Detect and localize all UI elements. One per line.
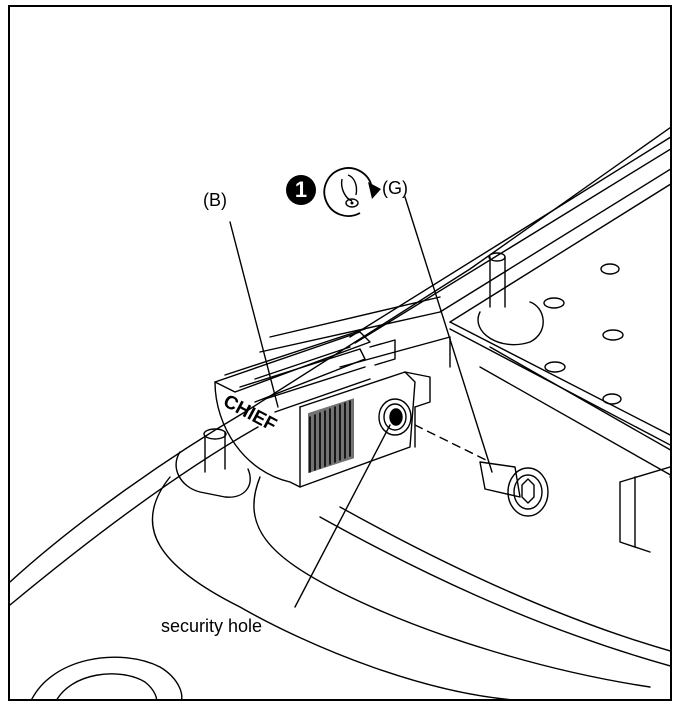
bracket-tab <box>369 339 396 366</box>
bracket-slot <box>239 348 366 403</box>
base-plate-bottom-edge <box>319 516 670 667</box>
base-plate-bottom-edge-2 <box>339 506 670 652</box>
base-plate-lower-curve <box>151 476 512 699</box>
post <box>489 256 506 308</box>
bracket-slot-2 <box>254 346 351 380</box>
post-top <box>488 252 506 262</box>
foot-left-post <box>204 431 226 473</box>
rail-top-2 <box>259 311 441 353</box>
upper-plate-side <box>449 183 670 323</box>
bracket-front <box>214 371 416 488</box>
foot-left <box>175 451 251 498</box>
label-part-b: (B) <box>203 190 227 210</box>
security-hole-inner <box>389 408 403 426</box>
upper-plate-top-edge-2 <box>354 148 670 344</box>
post-boss <box>477 301 544 346</box>
side-block <box>619 466 670 553</box>
leader-b <box>229 221 279 408</box>
screw-shank <box>479 461 521 498</box>
bracket-body <box>214 331 371 393</box>
bottom-ring-outer <box>31 656 183 699</box>
bottom-ring-inner <box>56 673 158 699</box>
upper-plate-side-2 <box>439 168 670 313</box>
label-security-hole: security hole <box>161 616 263 636</box>
rail-top <box>269 296 441 338</box>
bracket-flange <box>404 371 431 408</box>
bracket-rib-fill <box>308 398 354 474</box>
screw-head <box>507 467 549 517</box>
plate-hole-3 <box>602 329 624 341</box>
diagram-frame: CHIEF 1 (B) (G) security hole <box>8 5 672 701</box>
bracket-top-face <box>224 328 366 376</box>
label-part-g: (G) <box>382 178 408 198</box>
base-plate-edge <box>10 426 259 606</box>
screw-torx <box>521 478 535 504</box>
security-hole-outer <box>378 398 412 436</box>
step-number: 1 <box>294 177 308 202</box>
upper-plate-front-edge <box>449 321 670 436</box>
mounting-illustration: CHIEF <box>10 126 670 699</box>
upper-plate-front-edge-3 <box>489 346 670 451</box>
plate-hole-1 <box>600 263 620 275</box>
leader-g <box>404 196 493 473</box>
step-number-badge: 1 <box>286 175 316 205</box>
security-hole-mid <box>383 403 407 431</box>
upper-plate-under <box>479 366 670 476</box>
upper-plate-top-edge <box>349 136 670 338</box>
foot-left-top <box>203 428 227 440</box>
plate-hole-4 <box>544 361 566 373</box>
screw-head-inner <box>513 474 543 510</box>
leader-security-hole <box>294 424 391 608</box>
plate-hole-5 <box>602 393 622 405</box>
base-plate-inner-curve <box>253 476 651 688</box>
bracket-inner <box>264 366 371 413</box>
base-plate-outline <box>10 126 670 583</box>
alignment-dashed-line <box>414 424 491 463</box>
plate-hole-2 <box>543 297 565 309</box>
